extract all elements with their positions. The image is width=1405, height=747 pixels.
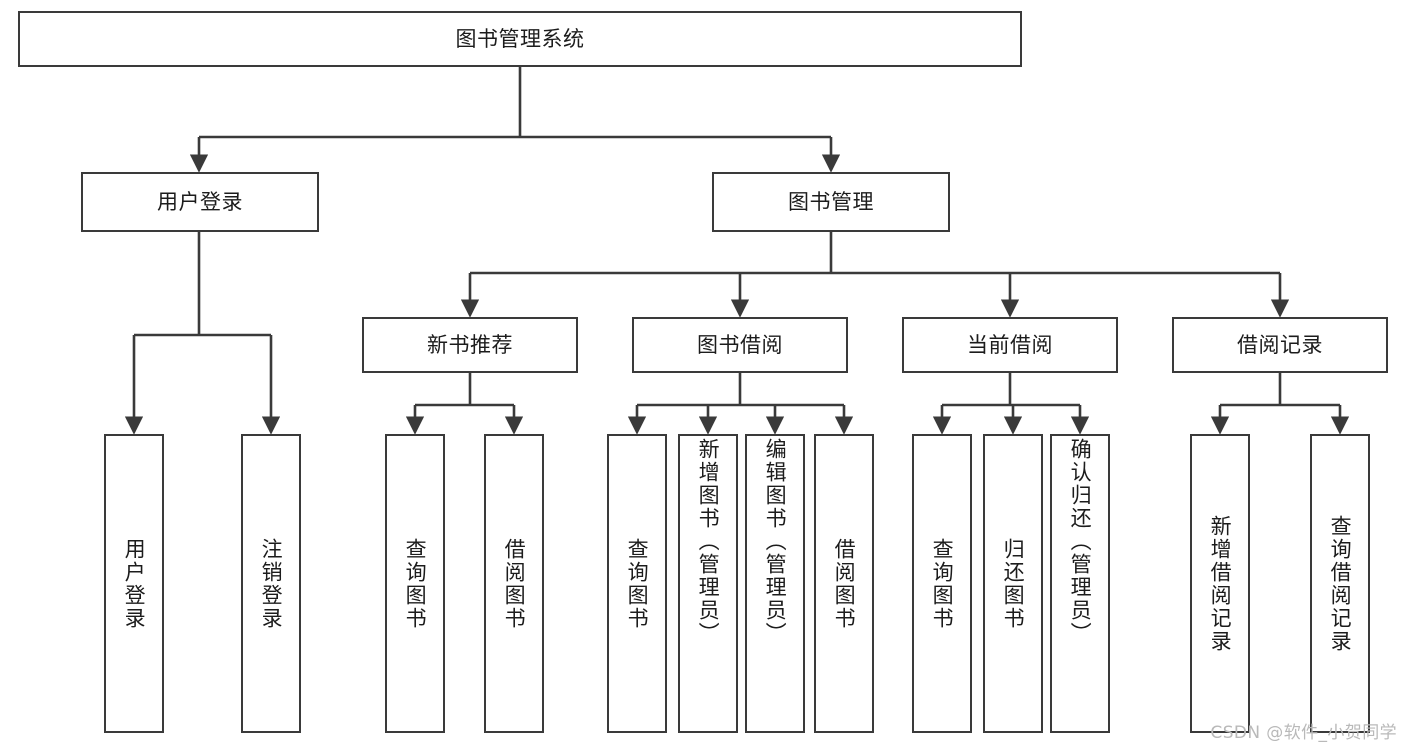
node-borrow-record[interactable]: 借阅记录 [1172,317,1388,373]
node-book-manage-label: 图书管理 [788,189,874,214]
node-leaf-query-record-label: 查询借阅记录 [1328,514,1353,653]
node-root-label: 图书管理系统 [455,26,585,51]
node-leaf-borrow-book[interactable]: 借阅图书 [814,434,874,733]
node-leaf-borrow-book-rec[interactable]: 借阅图书 [484,434,544,733]
node-leaf-return-book[interactable]: 归还图书 [983,434,1043,733]
node-leaf-user-login-label: 用户登录 [122,537,147,630]
node-leaf-logout-label: 注销登录 [259,537,284,630]
node-leaf-query-book-cur[interactable]: 查询图书 [912,434,972,733]
node-leaf-confirm-return[interactable]: 确认归还（管理员） [1050,434,1110,733]
node-book-borrow[interactable]: 图书借阅 [632,317,848,373]
node-leaf-borrow-book-label: 借阅图书 [832,537,857,630]
node-leaf-query-book-rec[interactable]: 查询图书 [385,434,445,733]
node-leaf-user-login[interactable]: 用户登录 [104,434,164,733]
node-leaf-edit-book-label: 编辑图书（管理员） [763,438,788,645]
node-leaf-query-book-cur-label: 查询图书 [930,537,955,630]
node-leaf-add-record[interactable]: 新增借阅记录 [1190,434,1250,733]
node-book-borrow-label: 图书借阅 [697,332,783,357]
node-user-login[interactable]: 用户登录 [81,172,319,232]
node-new-book-rec[interactable]: 新书推荐 [362,317,578,373]
node-current-borrow[interactable]: 当前借阅 [902,317,1118,373]
node-current-borrow-label: 当前借阅 [967,332,1053,357]
node-leaf-query-book-label: 查询图书 [625,537,650,630]
node-leaf-return-book-label: 归还图书 [1001,537,1026,630]
node-user-login-label: 用户登录 [157,189,243,214]
node-leaf-query-record[interactable]: 查询借阅记录 [1310,434,1370,733]
node-new-book-rec-label: 新书推荐 [427,332,513,357]
node-leaf-query-book[interactable]: 查询图书 [607,434,667,733]
node-leaf-add-record-label: 新增借阅记录 [1208,514,1233,653]
node-leaf-add-book-label: 新增图书（管理员） [696,438,721,645]
node-book-manage[interactable]: 图书管理 [712,172,950,232]
node-leaf-logout[interactable]: 注销登录 [241,434,301,733]
node-leaf-query-book-rec-label: 查询图书 [403,537,428,630]
watermark: CSDN @软件_小贺同学 [1210,723,1397,743]
node-leaf-edit-book[interactable]: 编辑图书（管理员） [745,434,805,733]
node-leaf-confirm-return-label: 确认归还（管理员） [1068,438,1093,645]
node-borrow-record-label: 借阅记录 [1237,332,1323,357]
node-root[interactable]: 图书管理系统 [18,11,1022,67]
node-leaf-borrow-book-rec-label: 借阅图书 [502,537,527,630]
node-leaf-add-book[interactable]: 新增图书（管理员） [678,434,738,733]
